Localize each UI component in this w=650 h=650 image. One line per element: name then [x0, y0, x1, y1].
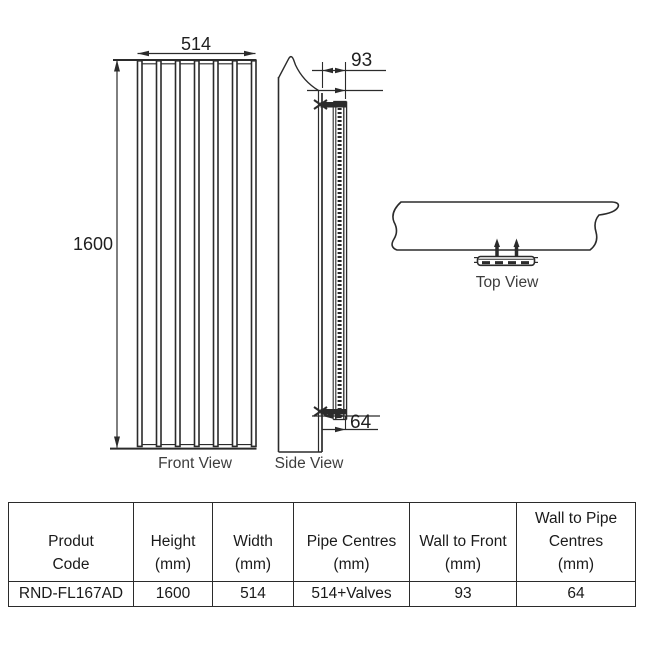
radiator-top-profile	[474, 255, 538, 267]
header-pipe-centres: Pipe Centres (mm)	[293, 502, 410, 582]
wall-bracket-top	[313, 99, 347, 110]
header-height: Height (mm)	[133, 502, 213, 582]
wall-bracket-bottom	[313, 406, 347, 417]
header-wall-to-front: Wall to Front (mm)	[409, 502, 517, 582]
cell-wall-to-front: 93	[409, 581, 517, 607]
cell-width: 514	[212, 581, 294, 607]
top-view-drawing	[388, 200, 622, 267]
front-view-width-dimension: 514	[137, 34, 256, 57]
wall-to-pipe-dimension-label: 64	[350, 412, 372, 433]
side-view-label: Side View	[275, 455, 344, 472]
spec-table-data-row: RND-FL167AD 1600 514 514+Valves 93 64	[8, 581, 636, 607]
top-view-label: Top View	[476, 274, 539, 291]
header-product-code: Produt Code	[8, 502, 134, 582]
cell-product-code: RND-FL167AD	[8, 581, 134, 607]
side-view-wall-to-front-dimension: 93	[307, 50, 386, 99]
radiator-side-profile	[332, 100, 348, 421]
front-view-label: Front View	[158, 455, 233, 472]
side-wall-bricks	[279, 92, 319, 452]
spec-table-header-row: Produt Code Height (mm) Width (mm) Pipe …	[8, 502, 636, 582]
cell-pipe-centres: 514+Valves	[293, 581, 410, 607]
header-width: Width (mm)	[212, 502, 294, 582]
radiator-panels	[136, 59, 257, 448]
header-wall-to-pipe-centres: Wall to Pipe Centres (mm)	[516, 502, 636, 582]
front-view-drawing	[110, 59, 257, 450]
wall-to-front-dimension-label: 93	[351, 50, 372, 71]
front-view-height-dimension: 1600	[73, 60, 120, 448]
side-view-drawing	[277, 55, 348, 453]
spec-table: Produt Code Height (mm) Width (mm) Pipe …	[8, 502, 636, 607]
side-view-wall-to-pipe-dimension: 64	[312, 412, 380, 433]
height-dimension-label: 1600	[73, 234, 113, 254]
cell-height: 1600	[133, 581, 213, 607]
width-dimension-label: 514	[181, 34, 211, 54]
cell-wall-to-pipe-centres: 64	[516, 581, 636, 607]
top-view-mounting-pins	[494, 238, 520, 257]
top-wall-bricks	[388, 200, 622, 252]
